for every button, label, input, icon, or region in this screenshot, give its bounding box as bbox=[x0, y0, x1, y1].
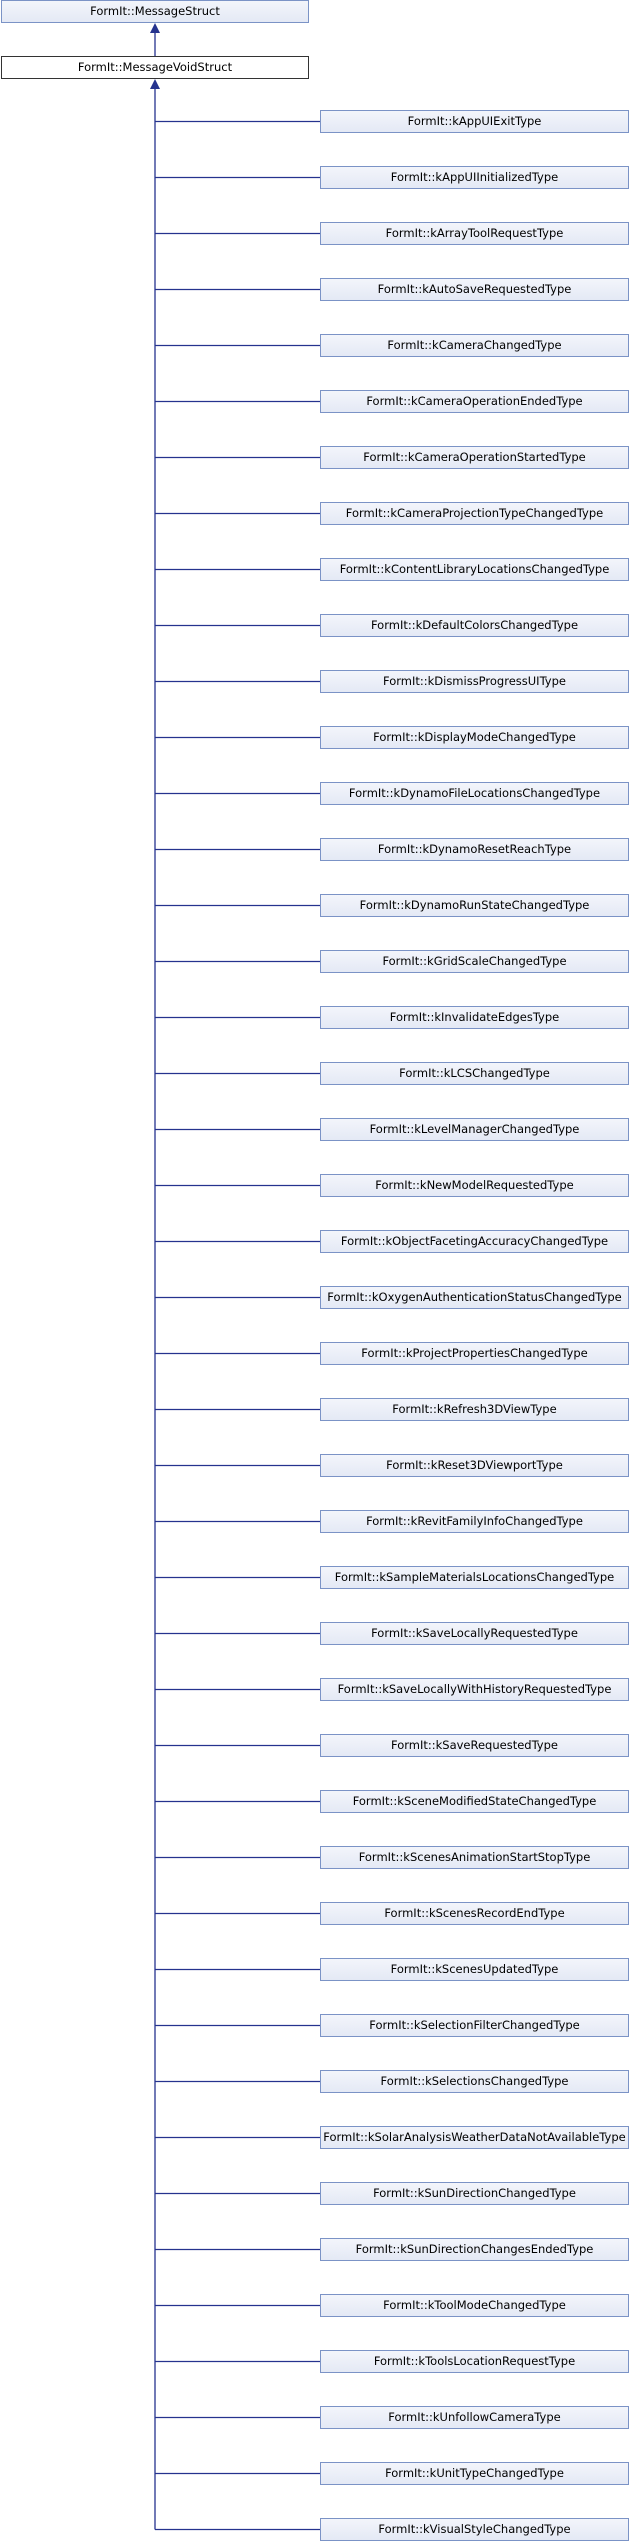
derived-class-node[interactable]: FormIt::kCameraChangedType bbox=[320, 334, 629, 357]
derived-class-node[interactable]: FormIt::kLevelManagerChangedType bbox=[320, 1118, 629, 1141]
derived-class-node[interactable]: FormIt::kRevitFamilyInfoChangedType bbox=[320, 1510, 629, 1533]
derived-class-node[interactable]: FormIt::kSelectionsChangedType bbox=[320, 2070, 629, 2093]
derived-class-node[interactable]: FormIt::kSunDirectionChangesEndedType bbox=[320, 2238, 629, 2261]
derived-class-node[interactable]: FormIt::kSaveRequestedType bbox=[320, 1734, 629, 1757]
derived-class-node[interactable]: FormIt::kCameraOperationStartedType bbox=[320, 446, 629, 469]
derived-class-node[interactable]: FormIt::kCameraProjectionTypeChangedType bbox=[320, 502, 629, 525]
derived-class-node[interactable]: FormIt::kAppUIInitializedType bbox=[320, 166, 629, 189]
derived-class-node[interactable]: FormIt::kInvalidateEdgesType bbox=[320, 1006, 629, 1029]
derived-class-node[interactable]: FormIt::kNewModelRequestedType bbox=[320, 1174, 629, 1197]
derived-class-node[interactable]: FormIt::kOxygenAuthenticationStatusChang… bbox=[320, 1286, 629, 1309]
derived-class-node[interactable]: FormIt::kRefresh3DViewType bbox=[320, 1398, 629, 1421]
derived-class-node[interactable]: FormIt::kScenesRecordEndType bbox=[320, 1902, 629, 1925]
derived-class-node[interactable]: FormIt::kSunDirectionChangedType bbox=[320, 2182, 629, 2205]
derived-class-node[interactable]: FormIt::kScenesUpdatedType bbox=[320, 1958, 629, 1981]
derived-class-node[interactable]: FormIt::kReset3DViewportType bbox=[320, 1454, 629, 1477]
base-class-node[interactable]: FormIt::MessageStruct bbox=[1, 0, 309, 23]
current-class-node: FormIt::MessageVoidStruct bbox=[1, 56, 309, 79]
derived-class-node[interactable]: FormIt::kDynamoResetReachType bbox=[320, 838, 629, 861]
derived-class-node[interactable]: FormIt::kSaveLocallyWithHistoryRequested… bbox=[320, 1678, 629, 1701]
derived-class-node[interactable]: FormIt::kUnitTypeChangedType bbox=[320, 2462, 629, 2485]
derived-class-node[interactable]: FormIt::kContentLibraryLocationsChangedT… bbox=[320, 558, 629, 581]
derived-class-node[interactable]: FormIt::kDynamoFileLocationsChangedType bbox=[320, 782, 629, 805]
derived-class-node[interactable]: FormIt::kAppUIExitType bbox=[320, 110, 629, 133]
derived-class-node[interactable]: FormIt::kDefaultColorsChangedType bbox=[320, 614, 629, 637]
derived-class-node[interactable]: FormIt::kToolsLocationRequestType bbox=[320, 2350, 629, 2373]
derived-class-node[interactable]: FormIt::kDisplayModeChangedType bbox=[320, 726, 629, 749]
derived-class-node[interactable]: FormIt::kCameraOperationEndedType bbox=[320, 390, 629, 413]
derived-class-node[interactable]: FormIt::kSceneModifiedStateChangedType bbox=[320, 1790, 629, 1813]
derived-class-node[interactable]: FormIt::kObjectFacetingAccuracyChangedTy… bbox=[320, 1230, 629, 1253]
arrowhead-to-current bbox=[150, 79, 160, 89]
derived-class-node[interactable]: FormIt::kDismissProgressUIType bbox=[320, 670, 629, 693]
derived-class-node[interactable]: FormIt::kUnfollowCameraType bbox=[320, 2406, 629, 2429]
derived-class-node[interactable]: FormIt::kDynamoRunStateChangedType bbox=[320, 894, 629, 917]
derived-class-node[interactable]: FormIt::kScenesAnimationStartStopType bbox=[320, 1846, 629, 1869]
derived-class-node[interactable]: FormIt::kArrayToolRequestType bbox=[320, 222, 629, 245]
derived-class-node[interactable]: FormIt::kVisualStyleChangedType bbox=[320, 2518, 629, 2541]
derived-class-node[interactable]: FormIt::kLCSChangedType bbox=[320, 1062, 629, 1085]
derived-class-node[interactable]: FormIt::kSaveLocallyRequestedType bbox=[320, 1622, 629, 1645]
derived-class-node[interactable]: FormIt::kGridScaleChangedType bbox=[320, 950, 629, 973]
arrowhead-to-base bbox=[150, 23, 160, 33]
derived-class-node[interactable]: FormIt::kSampleMaterialsLocationsChanged… bbox=[320, 1566, 629, 1589]
derived-class-node[interactable]: FormIt::kSolarAnalysisWeatherDataNotAvai… bbox=[320, 2126, 629, 2149]
derived-class-node[interactable]: FormIt::kToolModeChangedType bbox=[320, 2294, 629, 2317]
derived-class-node[interactable]: FormIt::kSelectionFilterChangedType bbox=[320, 2014, 629, 2037]
derived-class-node[interactable]: FormIt::kProjectPropertiesChangedType bbox=[320, 1342, 629, 1365]
derived-class-node[interactable]: FormIt::kAutoSaveRequestedType bbox=[320, 278, 629, 301]
